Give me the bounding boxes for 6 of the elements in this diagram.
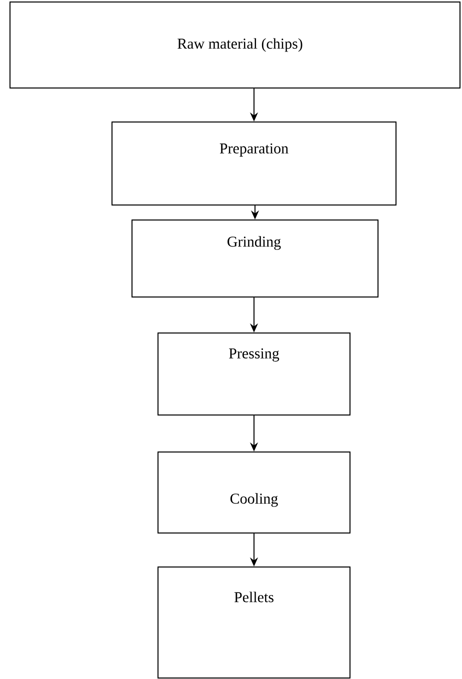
process-box: Raw material (chips) (10, 2, 460, 88)
process-box: Preparation (112, 122, 396, 206)
process-box: Grinding (132, 220, 378, 298)
process-box: Cooling (158, 452, 350, 534)
process-box: Pressing (158, 332, 350, 416)
process-box: Pellets (158, 566, 350, 678)
